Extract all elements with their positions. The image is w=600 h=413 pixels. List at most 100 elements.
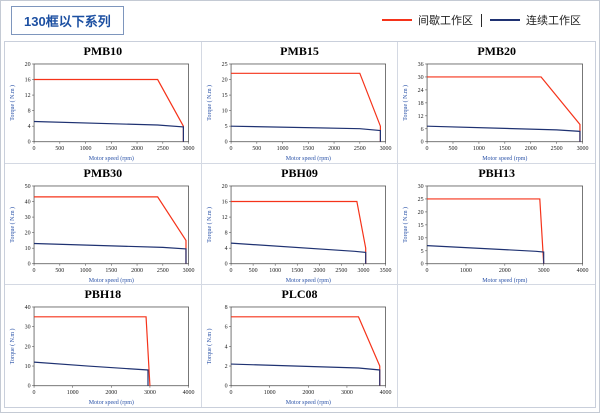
svg-text:2500: 2500 bbox=[157, 146, 169, 152]
svg-text:20: 20 bbox=[221, 78, 227, 84]
svg-text:Torque ( N.m ): Torque ( N.m ) bbox=[9, 329, 16, 365]
svg-text:4: 4 bbox=[224, 345, 227, 351]
legend-line-intermittent-icon bbox=[382, 19, 412, 21]
svg-text:3500: 3500 bbox=[379, 268, 391, 274]
svg-text:3000: 3000 bbox=[183, 146, 195, 152]
svg-text:0: 0 bbox=[421, 140, 424, 146]
svg-text:4: 4 bbox=[28, 124, 31, 130]
svg-text:20: 20 bbox=[25, 230, 31, 236]
svg-text:50: 50 bbox=[25, 184, 31, 190]
svg-text:6: 6 bbox=[224, 325, 227, 331]
svg-text:Torque ( N.m ): Torque ( N.m ) bbox=[206, 207, 213, 243]
svg-text:2000: 2000 bbox=[131, 268, 143, 274]
svg-text:Torque ( N.m ): Torque ( N.m ) bbox=[206, 85, 213, 121]
svg-text:0: 0 bbox=[33, 391, 36, 397]
svg-text:1000: 1000 bbox=[460, 268, 472, 274]
chart-title: PBH13 bbox=[478, 165, 515, 180]
header: 130框以下系列 间歇工作区 连续工作区 bbox=[1, 1, 599, 39]
empty-cell bbox=[398, 285, 595, 407]
svg-text:0: 0 bbox=[421, 261, 424, 267]
svg-text:25: 25 bbox=[221, 62, 227, 68]
svg-text:2500: 2500 bbox=[157, 268, 169, 274]
svg-text:12: 12 bbox=[25, 93, 31, 99]
svg-text:1000: 1000 bbox=[67, 391, 79, 397]
svg-text:1000: 1000 bbox=[473, 146, 485, 152]
svg-text:4000: 4000 bbox=[379, 391, 391, 397]
svg-text:Torque ( N.m ): Torque ( N.m ) bbox=[9, 207, 16, 243]
svg-text:8: 8 bbox=[28, 109, 31, 115]
svg-text:2000: 2000 bbox=[328, 146, 340, 152]
svg-text:0: 0 bbox=[229, 146, 232, 152]
svg-text:36: 36 bbox=[418, 62, 424, 68]
legend-line-continuous-icon bbox=[490, 19, 520, 21]
svg-text:500: 500 bbox=[248, 268, 257, 274]
svg-text:500: 500 bbox=[55, 268, 64, 274]
svg-text:3000: 3000 bbox=[538, 268, 550, 274]
svg-text:12: 12 bbox=[418, 114, 424, 120]
svg-text:10: 10 bbox=[25, 246, 31, 252]
svg-text:20: 20 bbox=[25, 62, 31, 68]
legend-label-intermittent: 间歇工作区 bbox=[418, 15, 473, 27]
svg-text:Motor speed (rpm): Motor speed (rpm) bbox=[285, 155, 330, 162]
svg-text:10: 10 bbox=[418, 235, 424, 241]
svg-text:3000: 3000 bbox=[144, 391, 156, 397]
svg-text:2: 2 bbox=[224, 364, 227, 370]
svg-text:16: 16 bbox=[221, 199, 227, 205]
svg-text:5: 5 bbox=[421, 248, 424, 254]
svg-text:Motor speed (rpm): Motor speed (rpm) bbox=[285, 399, 330, 406]
svg-text:2500: 2500 bbox=[335, 268, 347, 274]
svg-text:20: 20 bbox=[221, 184, 227, 190]
svg-text:1500: 1500 bbox=[302, 146, 314, 152]
chart-title: PMB10 bbox=[83, 44, 123, 58]
svg-text:30: 30 bbox=[418, 184, 424, 190]
svg-text:Motor speed (rpm): Motor speed (rpm) bbox=[89, 155, 134, 162]
svg-text:2000: 2000 bbox=[302, 391, 314, 397]
svg-text:6: 6 bbox=[421, 127, 424, 133]
svg-text:30: 30 bbox=[25, 215, 31, 221]
legend-divider bbox=[481, 13, 482, 27]
svg-text:8: 8 bbox=[224, 305, 227, 311]
svg-text:10: 10 bbox=[25, 364, 31, 370]
svg-text:Torque ( N.m ): Torque ( N.m ) bbox=[402, 207, 409, 243]
svg-text:2000: 2000 bbox=[131, 146, 143, 152]
svg-text:2500: 2500 bbox=[551, 146, 563, 152]
svg-text:500: 500 bbox=[252, 146, 261, 152]
svg-text:3000: 3000 bbox=[183, 268, 195, 274]
chart-title: PMB15 bbox=[280, 44, 319, 58]
svg-text:2000: 2000 bbox=[525, 146, 537, 152]
svg-text:40: 40 bbox=[25, 199, 31, 205]
svg-text:18: 18 bbox=[418, 101, 424, 107]
svg-text:1500: 1500 bbox=[291, 268, 303, 274]
svg-text:4000: 4000 bbox=[577, 268, 589, 274]
svg-text:2000: 2000 bbox=[499, 268, 511, 274]
svg-text:3000: 3000 bbox=[379, 146, 391, 152]
svg-text:8: 8 bbox=[224, 230, 227, 236]
svg-text:4: 4 bbox=[224, 246, 227, 252]
svg-text:0: 0 bbox=[33, 268, 36, 274]
svg-text:1500: 1500 bbox=[499, 146, 511, 152]
svg-text:20: 20 bbox=[418, 210, 424, 216]
svg-text:Motor speed (rpm): Motor speed (rpm) bbox=[89, 277, 134, 284]
svg-text:12: 12 bbox=[221, 215, 227, 221]
svg-text:2000: 2000 bbox=[105, 391, 117, 397]
svg-text:20: 20 bbox=[25, 345, 31, 351]
svg-text:30: 30 bbox=[418, 75, 424, 81]
svg-text:0: 0 bbox=[224, 384, 227, 390]
svg-text:0: 0 bbox=[224, 140, 227, 146]
legend-label-continuous: 连续工作区 bbox=[526, 15, 581, 27]
svg-text:1000: 1000 bbox=[80, 268, 92, 274]
svg-text:25: 25 bbox=[418, 197, 424, 203]
svg-text:0: 0 bbox=[28, 261, 31, 267]
